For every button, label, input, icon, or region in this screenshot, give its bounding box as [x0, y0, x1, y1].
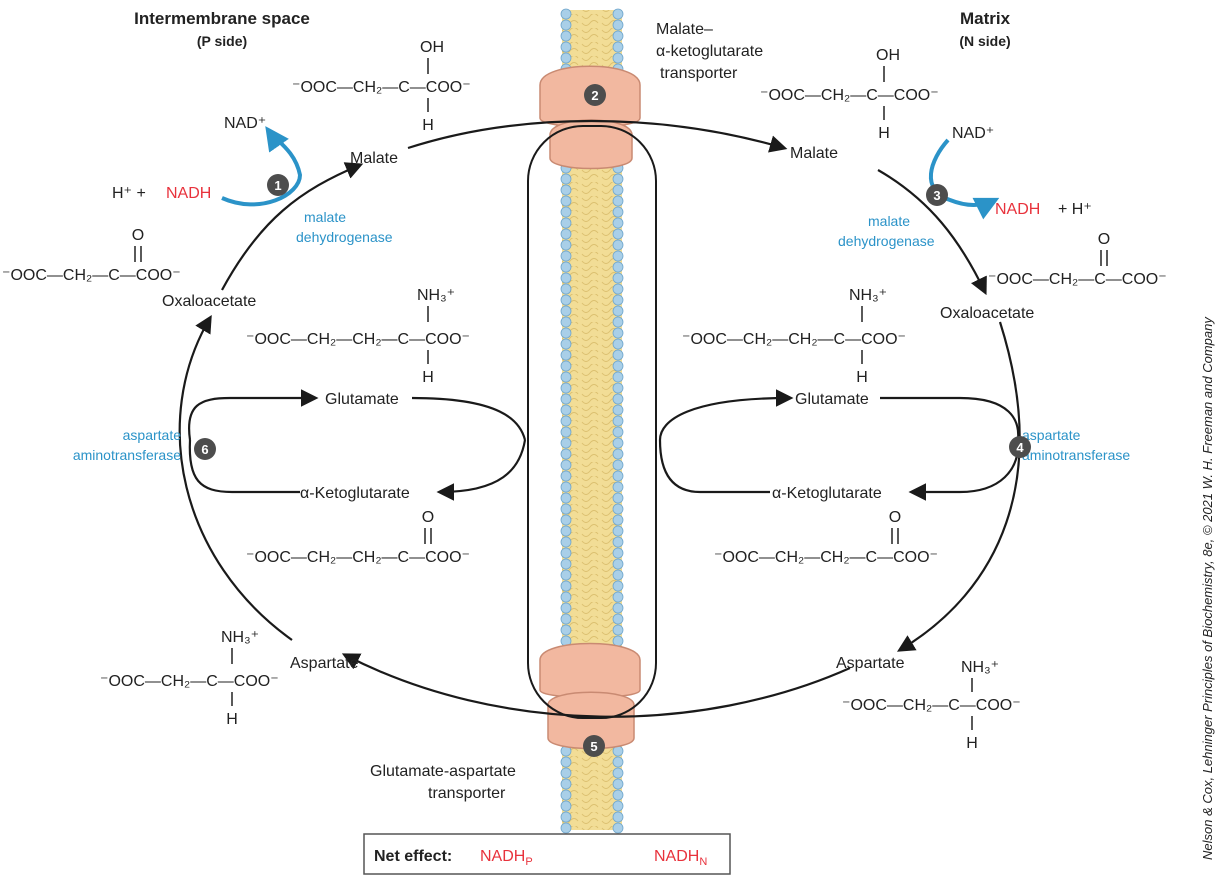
akg-left-formula: ⁻OOC—CH₂—CH₂—C—COO⁻ [246, 549, 470, 566]
mdh-right-line2: dehydrogenase [838, 233, 935, 249]
akg-left-o: O [422, 509, 434, 526]
net-effect-to: NADHN [654, 848, 707, 868]
malate-right-label: Malate [790, 145, 838, 162]
aspartate-right-nh3: NH₃⁺ [961, 659, 999, 676]
glutamate-right-label: Glutamate [795, 391, 869, 408]
svg-text:3: 3 [933, 188, 940, 203]
transport-loop [527, 125, 657, 719]
step-badge-4: 4 [1009, 436, 1031, 458]
net-effect-from: NADHP [480, 848, 533, 868]
step-badge-2: 2 [584, 84, 606, 106]
malate-left-formula: ⁻OOC—CH₂—C—COO⁻ [292, 79, 471, 96]
oxaloacetate-right-o: O [1098, 231, 1110, 248]
mdh-left-line2: dehydrogenase [296, 229, 393, 245]
credit-text: Nelson & Cox, Lehninger Principles of Bi… [1200, 316, 1215, 860]
oxaloacetate-left-label: Oxaloacetate [162, 293, 256, 310]
svg-text:1: 1 [274, 178, 281, 193]
malate-akg-transporter [539, 65, 641, 170]
step-badge-6: 6 [194, 438, 216, 460]
net-effect-box: Net effect: NADHP NADHN [363, 833, 731, 875]
malate-left-oh: OH [420, 39, 444, 56]
malate-right-formula: ⁻OOC—CH₂—C—COO⁻ [760, 87, 939, 104]
ast-left-line1: aspartate [123, 427, 182, 443]
step-badge-1: 1 [267, 174, 289, 196]
akg-right-o: O [889, 509, 901, 526]
mdh-right-line1: malate [868, 213, 910, 229]
bottom-transporter-label-1: Glutamate-aspartate [370, 763, 516, 780]
oxaloacetate-right-label: Oxaloacetate [940, 305, 1034, 322]
akg-right-formula: ⁻OOC—CH₂—CH₂—C—COO⁻ [714, 549, 938, 566]
malate-left-label: Malate [350, 150, 398, 167]
top-transporter-label-1: Malate– [656, 21, 713, 38]
svg-text:4: 4 [1016, 440, 1024, 455]
left-compartment-title: Intermembrane space [134, 9, 310, 28]
aspartate-right-label: Aspartate [836, 655, 905, 672]
aspartate-right-h: H [966, 735, 978, 752]
step-badge-3: 3 [926, 184, 948, 206]
cycle-arrows [178, 119, 1021, 718]
malate-right-oh: OH [876, 47, 900, 64]
malate-left-h: H [422, 117, 434, 134]
nad-right: NAD⁺ [952, 125, 994, 142]
right-compartment-subtitle: (N side) [959, 33, 1010, 49]
glutamate-aspartate-transporter [539, 642, 641, 750]
nadh-right: NADH [995, 201, 1040, 218]
nadh-left: NADH [166, 185, 211, 202]
glutamate-left-nh3: NH₃⁺ [417, 287, 455, 304]
svg-text:6: 6 [201, 442, 208, 457]
oxaloacetate-left-formula: ⁻OOC—CH₂—C—COO⁻ [2, 267, 181, 284]
bottom-transporter-label-2: transporter [428, 785, 506, 802]
glutamate-left-formula: ⁻OOC—CH₂—CH₂—C—COO⁻ [246, 331, 470, 348]
akg-right-label: α-Ketoglutarate [772, 485, 882, 502]
aspartate-right-formula: ⁻OOC—CH₂—C—COO⁻ [842, 697, 1021, 714]
glutamate-right-formula: ⁻OOC—CH₂—CH₂—C—COO⁻ [682, 331, 906, 348]
glutamate-right-h: H [856, 369, 868, 386]
net-effect-label: Net effect: [374, 848, 452, 865]
ast-right-line1: aspartate [1022, 427, 1081, 443]
top-transporter-label-3: transporter [660, 65, 738, 82]
right-compartment-title: Matrix [960, 9, 1011, 28]
malate-right-h: H [878, 125, 890, 142]
ast-left-line2: aminotransferase [73, 447, 181, 463]
aspartate-left-nh3: NH₃⁺ [221, 629, 259, 646]
top-transporter-label-2: α-ketoglutarate [656, 43, 763, 60]
step-badge-5: 5 [583, 735, 605, 757]
aspartate-left-formula: ⁻OOC—CH₂—C—COO⁻ [100, 673, 279, 690]
oxaloacetate-right-formula: ⁻OOC—CH₂—C—COO⁻ [988, 271, 1167, 288]
mdh-left-line1: malate [304, 209, 346, 225]
hplus-left: H⁺ + [112, 185, 146, 202]
svg-text:5: 5 [590, 739, 597, 754]
akg-left-label: α-Ketoglutarate [300, 485, 410, 502]
glutamate-left-label: Glutamate [325, 391, 399, 408]
oxaloacetate-left-o: O [132, 227, 144, 244]
glutamate-right-nh3: NH₃⁺ [849, 287, 887, 304]
nad-left: NAD⁺ [224, 115, 266, 132]
glutamate-left-h: H [422, 369, 434, 386]
aspartate-left-h: H [226, 711, 238, 728]
hplus-right: + H⁺ [1058, 201, 1092, 218]
aspartate-left-label: Aspartate [290, 655, 359, 672]
left-compartment-subtitle: (P side) [197, 33, 247, 49]
svg-text:2: 2 [591, 88, 598, 103]
ast-right-line2: aminotransferase [1022, 447, 1130, 463]
